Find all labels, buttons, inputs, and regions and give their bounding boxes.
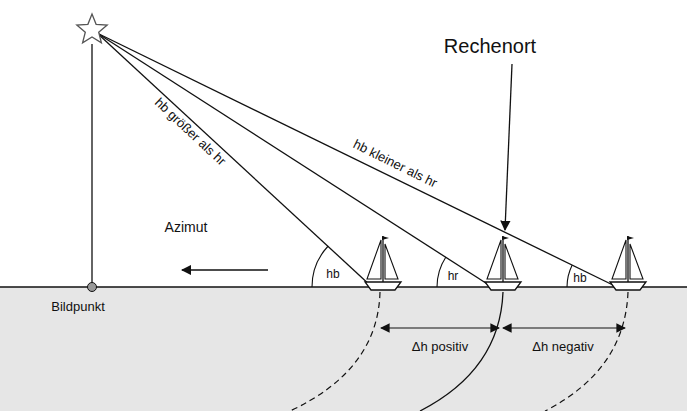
boat-symbol <box>610 236 646 290</box>
position-label: Rechenort <box>444 35 536 57</box>
sight-line <box>97 33 372 287</box>
sight-line-label: hb größer als hr <box>152 95 229 168</box>
dimension-label: Δh negativ <box>532 340 593 354</box>
sight-line <box>97 33 617 287</box>
sight-line-label: hb kleiner als hr <box>351 137 440 190</box>
angle-label: hb <box>326 268 339 281</box>
boat-symbol <box>485 236 521 290</box>
angle-arc <box>312 246 328 287</box>
boat-symbol <box>365 236 401 290</box>
dimension-label: Δh positiv <box>412 340 468 354</box>
angle-arc <box>437 257 446 287</box>
pointer-arrow <box>505 64 512 230</box>
angle-arc <box>567 265 572 287</box>
vertical-line <box>91 44 92 283</box>
position-line <box>290 292 380 411</box>
angle-label: hb <box>573 272 586 285</box>
azimuth-arrow <box>182 269 268 270</box>
ground-point <box>88 283 97 292</box>
dimension-arrow <box>503 327 625 328</box>
angle-label: hr <box>448 270 459 283</box>
horizon-line <box>0 286 687 287</box>
point-label: Bildpunkt <box>51 300 104 314</box>
star-symbol <box>77 14 107 43</box>
direction-label: Azimut <box>165 220 208 235</box>
sight-line <box>97 33 492 287</box>
dimension-arrow <box>381 327 499 328</box>
ground-area <box>0 287 687 411</box>
